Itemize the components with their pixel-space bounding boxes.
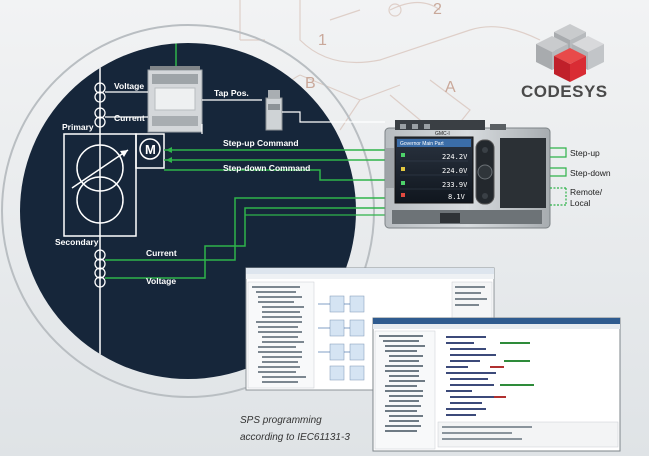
label-tap-pos: Tap Pos. [214,88,249,98]
wire-sensor-to-device [282,111,385,123]
output-step-up: Step-up [570,148,600,158]
controller-device [384,120,551,229]
ide-screenshot-front [372,317,621,452]
background-letter-1: 1 [318,32,327,49]
label-secondary: Secondary [55,237,99,247]
current-transformer-top [94,107,106,128]
transformer-box [63,133,137,237]
reading-2: 224.0V [442,167,468,175]
tap-arrow [71,149,129,189]
arrow-step-down [166,157,172,163]
motor-label: M [145,142,156,157]
label-current-bottom: Current [146,248,177,258]
device-screen-title: Governor Main Part [400,141,444,147]
label-current-top: Current [114,113,145,123]
output-remote: Remote/ [570,187,603,197]
wire-out-remote-local [550,187,567,206]
current-transformer-bottom [94,249,106,270]
reading-3: 233.9V [442,181,468,189]
label-primary: Primary [62,122,94,132]
motor-box [135,133,165,169]
wire-out-step-down [550,167,567,177]
reading-1: 224.2V [442,153,468,161]
arrow-step-up [166,147,172,153]
wire-command-loop [164,169,385,181]
caption-line-2: according to IEC61131-3 [240,432,350,443]
background-letter-2: 2 [433,1,442,18]
outer-ring [1,24,375,398]
label-step-up-command: Step-up Command [223,138,299,148]
codesys-logo [536,24,604,82]
label-voltage-top: Voltage [114,81,144,91]
voltage-transformer-top [94,82,106,103]
tap-position-sensor [265,90,283,131]
reading-4: 8.1V [448,193,466,201]
label-voltage-bottom: Voltage [146,276,176,286]
label-step-down-command: Step-down Command [223,163,310,173]
transformer-winding-1 [76,144,124,192]
caption-line-1: SPS programming [240,415,322,426]
output-step-down: Step-down [570,168,611,178]
wire-out-step-up [550,147,567,158]
codesys-wordmark: CODESYS [521,82,608,101]
device-brand: GMC-I [435,131,450,137]
tap-arrow-head [120,150,128,157]
background-letter-a: A [445,79,456,96]
device-readings [400,153,468,197]
wire-current-bottom [105,197,385,261]
background-letter-b: B [305,75,316,92]
voltage-transformer-bottom [94,267,106,288]
transformer-winding-2 [76,176,124,224]
wire-voltage-bottom [105,207,385,279]
voltage-meter-device [147,66,203,133]
motor-circle [139,138,161,160]
output-local: Local [570,198,590,208]
